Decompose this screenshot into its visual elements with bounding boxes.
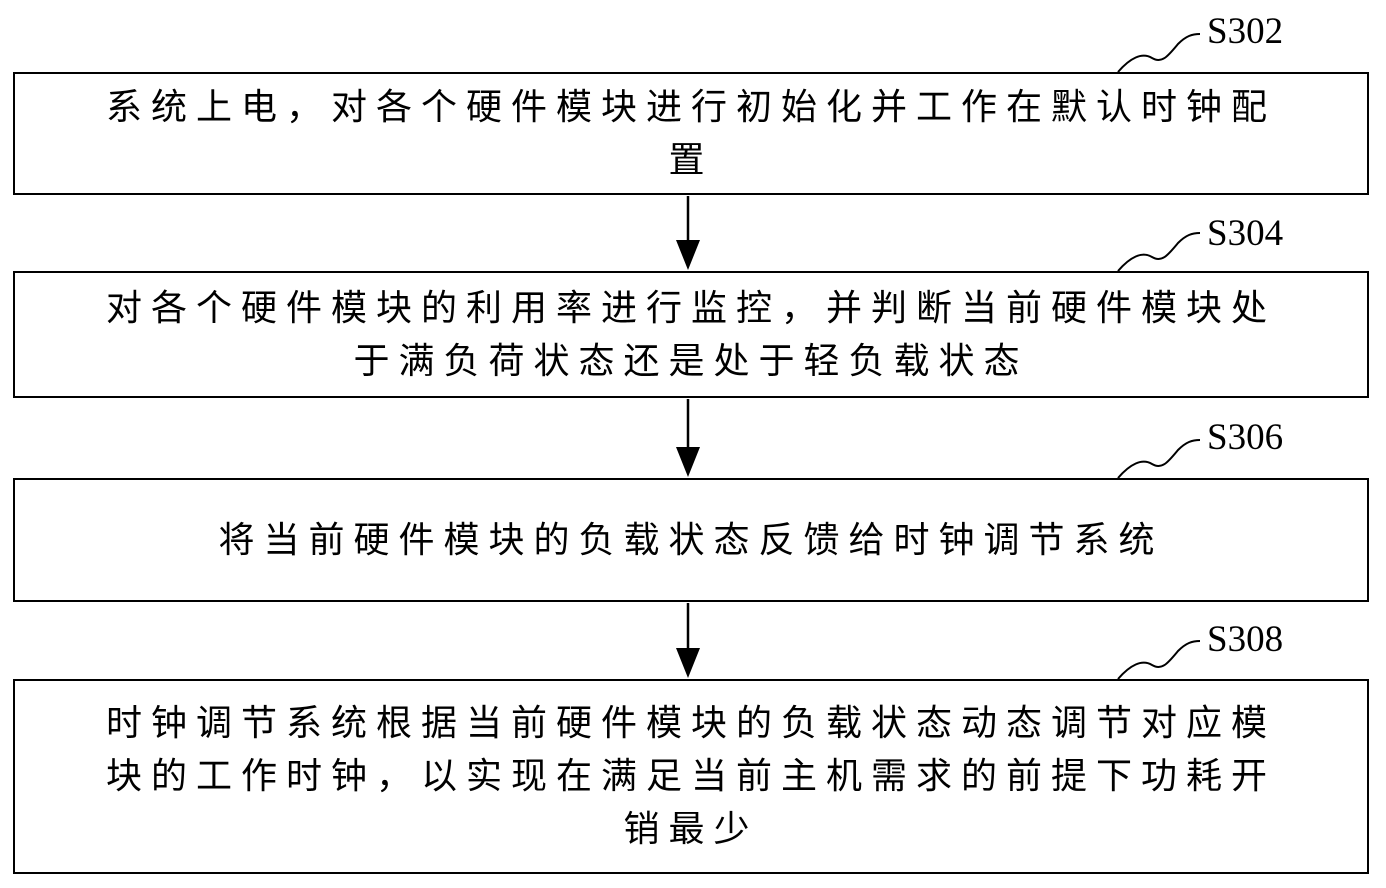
step-box-s306: 将当前硬件模块的负载状态反馈给时钟调节系统 [13, 478, 1369, 602]
step-text-s306: 将当前硬件模块的负载状态反馈给时钟调节系统 [218, 519, 1164, 561]
step-box-s304: 对各个硬件模块的利用率进行监控，并判断当前硬件模块处 于满负荷状态还是处于轻负载… [13, 271, 1369, 398]
step-text-s302: 系统上电，对各个硬件模块进行初始化并工作在默认时钟配 置 [105, 86, 1276, 181]
leader-squiggle-s302 [1117, 33, 1201, 73]
flow-arrow-1 [676, 196, 700, 270]
leader-squiggle-s304 [1117, 232, 1201, 272]
step-text-s308: 时钟调节系统根据当前硬件模块的负载状态动态调节对应模 块的工作时钟，以实现在满足… [105, 703, 1276, 850]
flow-arrow-3 [676, 603, 700, 678]
step-box-s302: 系统上电，对各个硬件模块进行初始化并工作在默认时钟配 置 [13, 72, 1369, 195]
leader-squiggle-s308 [1117, 640, 1201, 680]
step-box-s308: 时钟调节系统根据当前硬件模块的负载状态动态调节对应模 块的工作时钟，以实现在满足… [13, 679, 1369, 874]
step-text-s304: 对各个硬件模块的利用率进行监控，并判断当前硬件模块处 于满负荷状态还是处于轻负载… [105, 287, 1276, 382]
step-label-s308: S308 [1207, 619, 1284, 660]
step-label-s304: S304 [1207, 213, 1284, 254]
step-label-s306: S306 [1207, 417, 1284, 458]
flow-arrow-2 [676, 399, 700, 477]
step-label-s302: S302 [1207, 11, 1284, 52]
leader-squiggle-s306 [1117, 439, 1201, 479]
